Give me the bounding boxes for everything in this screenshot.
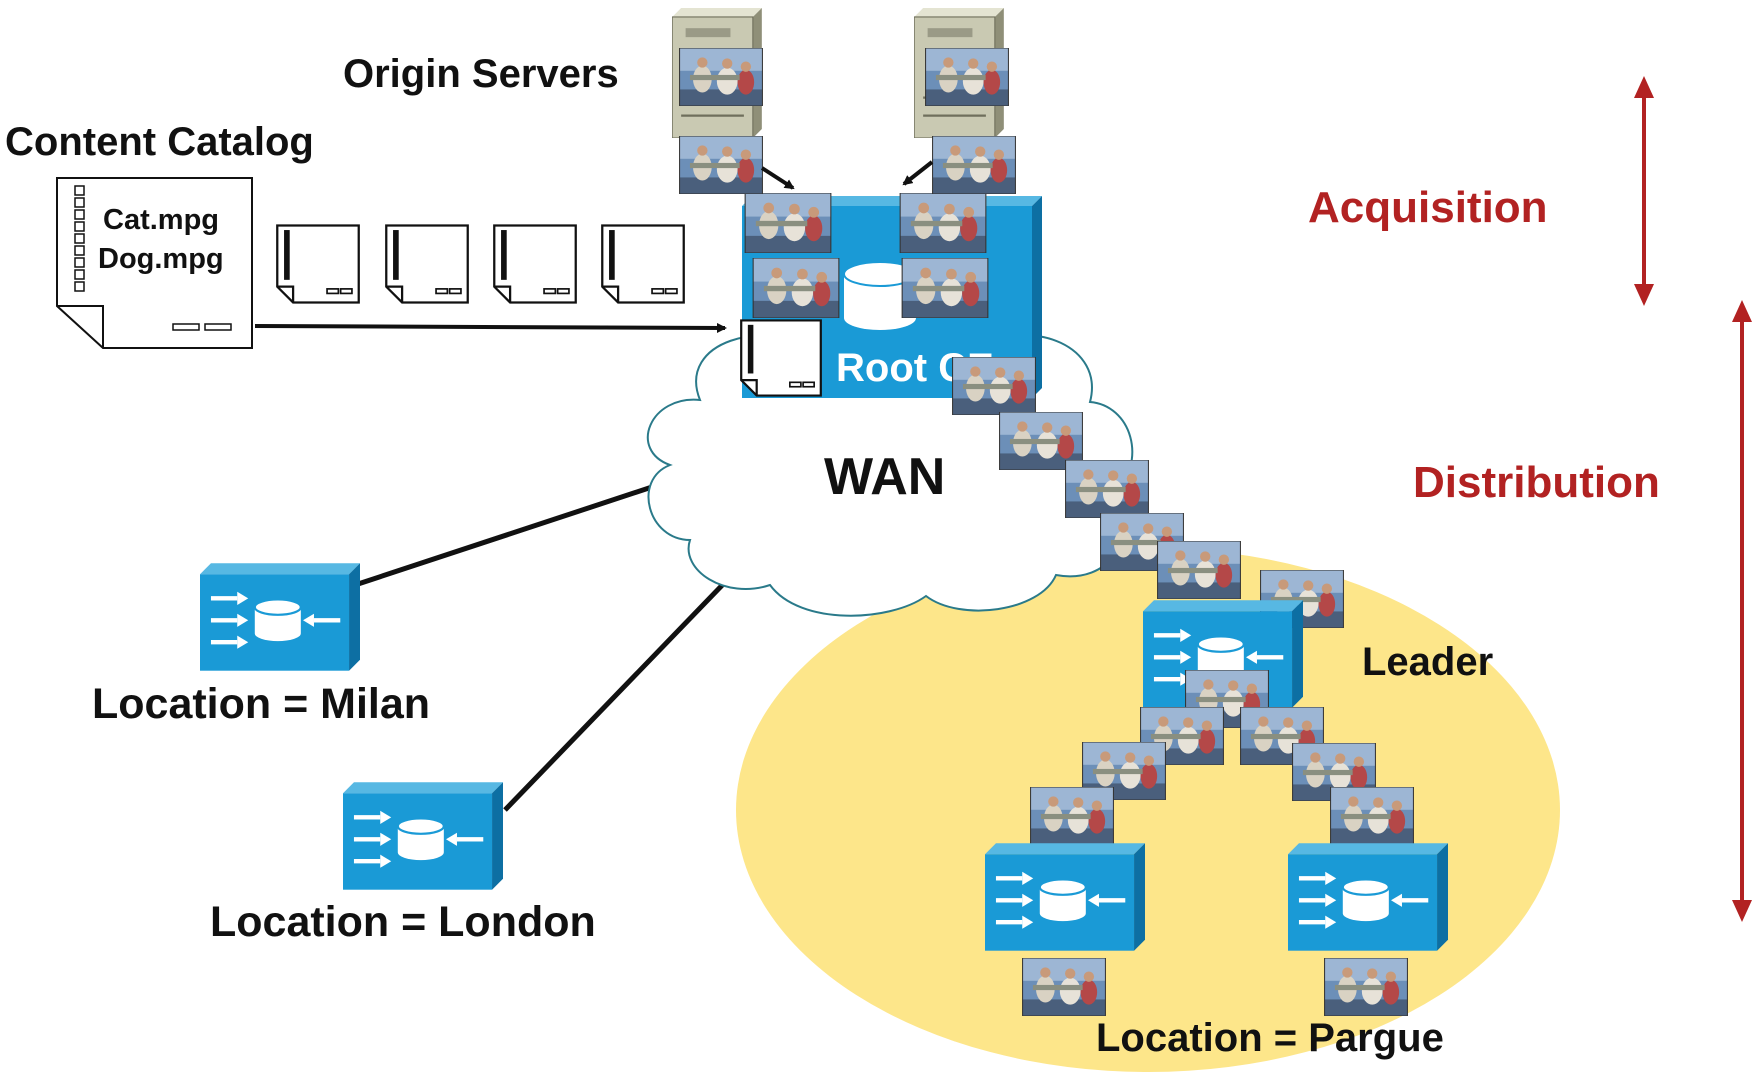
- photo-thumbnail-icon: [679, 136, 763, 194]
- location-prague-label: Location = Pargue: [1096, 1016, 1444, 1060]
- origin-servers-label: Origin Servers: [343, 52, 619, 96]
- arrow-catalog-to-root: [254, 322, 727, 333]
- leader-label: Leader: [1362, 640, 1493, 684]
- acquisition-arrow-icon: [1634, 76, 1654, 306]
- photo-thumbnail-icon: [899, 193, 987, 253]
- photo-thumbnail-icon: [901, 258, 989, 318]
- arrow-origin-to-root: [760, 166, 795, 190]
- content-catalog-document[interactable]: [56, 177, 253, 349]
- photo-thumbnail-icon: [1022, 958, 1106, 1016]
- london-content-engine[interactable]: [343, 782, 503, 889]
- link-wan-milan: [354, 484, 653, 588]
- location-london-label: Location = London: [210, 898, 596, 946]
- link-wan-london: [503, 573, 734, 812]
- wan-label: WAN: [824, 448, 945, 506]
- milan-content-engine[interactable]: [200, 563, 360, 670]
- photo-thumbnail-icon: [1324, 958, 1408, 1016]
- location-milan-label: Location = Milan: [92, 680, 430, 728]
- arrow-origin-to-root: [902, 160, 934, 186]
- photo-thumbnail-icon: [744, 193, 832, 253]
- distribution-label: Distribution: [1413, 458, 1660, 507]
- photo-thumbnail-icon: [925, 48, 1009, 106]
- content-catalog-label: Content Catalog: [5, 120, 314, 164]
- prague-content-engine[interactable]: [1288, 843, 1448, 950]
- document-icon: [276, 224, 360, 304]
- document-icon: [493, 224, 577, 304]
- catalog-file-label: Cat.mpg: [103, 204, 219, 236]
- photo-thumbnail-icon: [1330, 787, 1414, 845]
- catalog-file-label: Dog.mpg: [98, 243, 224, 275]
- prague-content-engine[interactable]: [985, 843, 1145, 950]
- acquisition-label: Acquisition: [1308, 183, 1548, 232]
- distribution-arrow-icon: [1732, 300, 1752, 922]
- photo-thumbnail-icon: [679, 48, 763, 106]
- photo-thumbnail-icon: [752, 258, 840, 318]
- photo-thumbnail-icon: [952, 357, 1036, 415]
- document-icon: [740, 319, 822, 397]
- photo-thumbnail-icon: [1065, 460, 1149, 518]
- photo-thumbnail-icon: [1157, 541, 1241, 599]
- photo-thumbnail-icon: [932, 136, 1016, 194]
- document-icon: [385, 224, 469, 304]
- document-icon: [601, 224, 685, 304]
- photo-thumbnail-icon: [1030, 787, 1114, 845]
